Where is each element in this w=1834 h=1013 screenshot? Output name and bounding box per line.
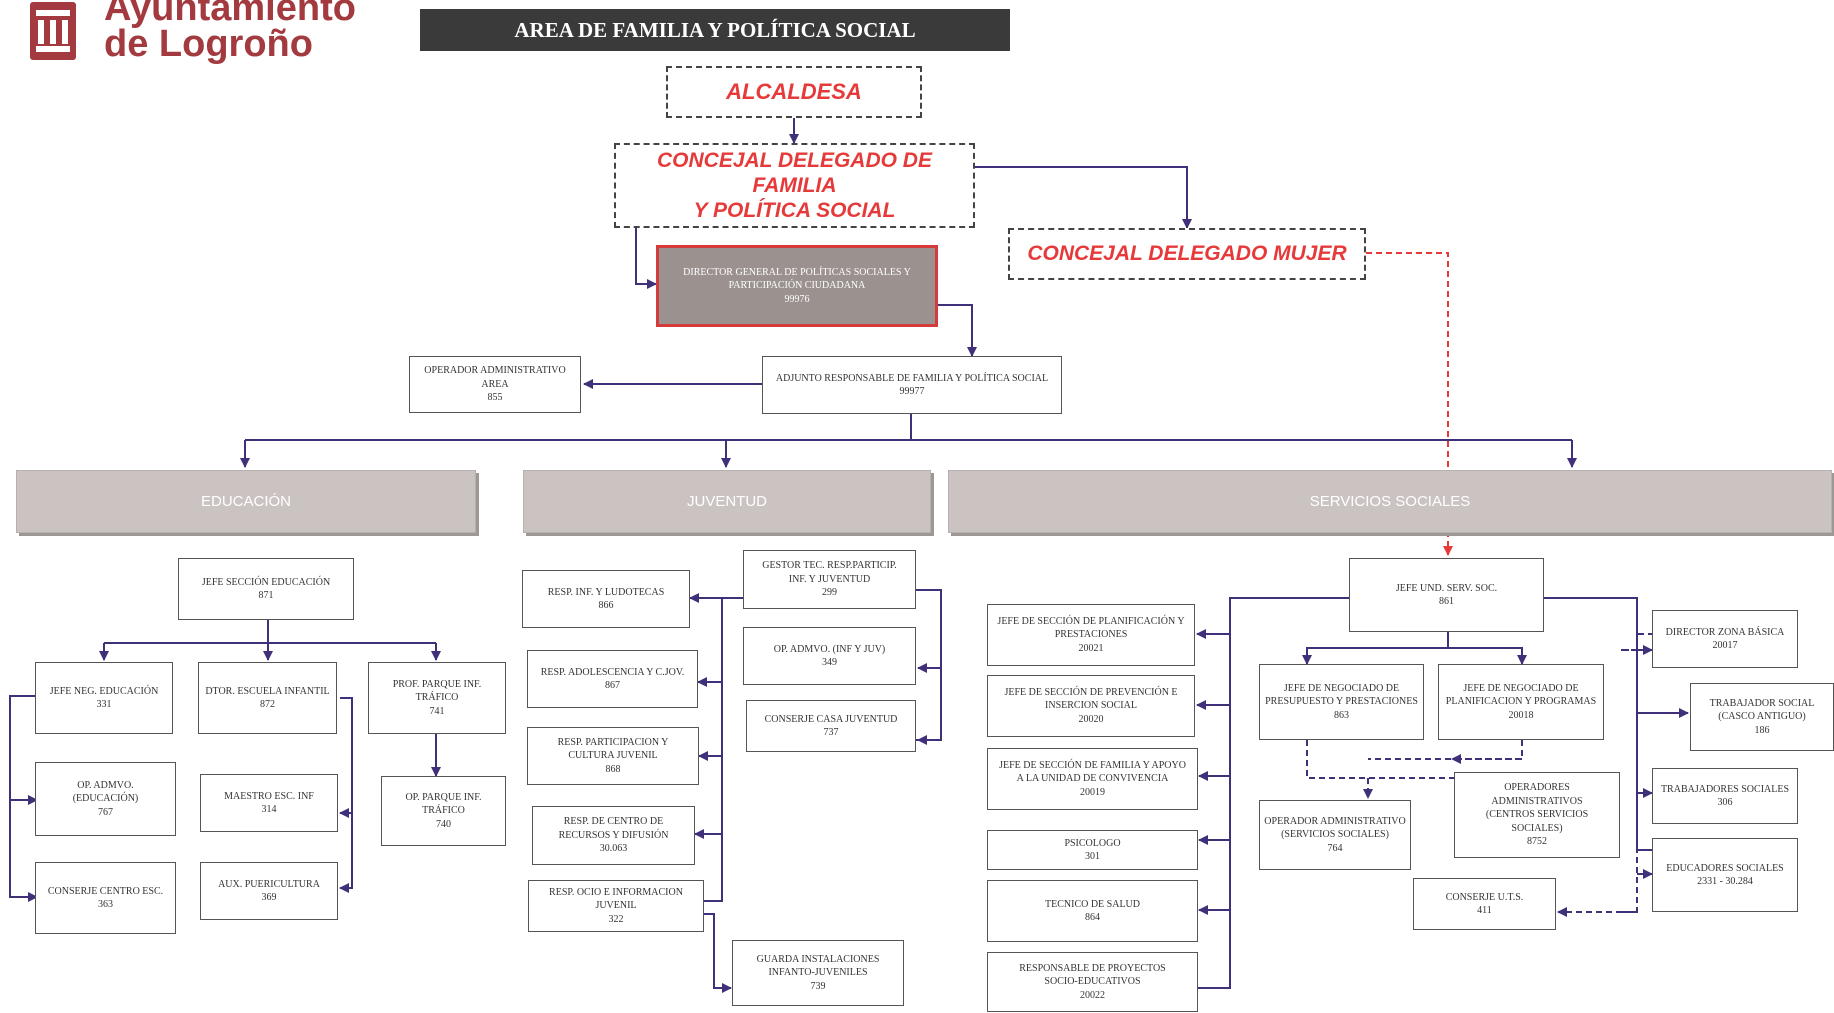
ss-jefe-familia: JEFE DE SECCIÓN DE FAMILIA Y APOYO A LA … <box>987 748 1198 810</box>
edu-maestro: MAESTRO ESC. INF 314 <box>200 774 338 832</box>
ss-psicologo: PSICOLOGO 301 <box>987 830 1198 870</box>
ss-jefe-planif: JEFE DE SECCIÓN DE PLANIFICACIÓN Y PREST… <box>987 604 1195 666</box>
ss-tecnico-salud: TECNICO DE SALUD 864 <box>987 880 1198 942</box>
juv-resp-participacion: RESP. PARTICIPACION Y CULTURA JUVENIL 86… <box>527 727 699 785</box>
ss-director-zona: DIRECTOR ZONA BÁSICA 20017 <box>1652 610 1798 668</box>
juv-op-admvo: OP. ADMVO. (INF Y JUV) 349 <box>743 627 916 685</box>
band-educacion: EDUCACIÓN <box>16 470 476 533</box>
juv-conserje-casa: CONSERJE CASA JUVENTUD 737 <box>746 700 916 752</box>
alcaldesa-box: ALCALDESA <box>666 66 922 118</box>
ss-neg-presupuesto: JEFE DE NEGOCIADO DE PRESUPUESTO Y PREST… <box>1259 664 1424 740</box>
ss-operadores-centros: OPERADORES ADMINISTRATIVOS (CENTROS SERV… <box>1454 772 1620 858</box>
operador-area-box: OPERADOR ADMINISTRATIVO AREA 855 <box>409 356 581 413</box>
ss-trabajadores-sociales: TRABAJADORES SOCIALES 306 <box>1652 768 1798 824</box>
ss-operador: OPERADOR ADMINISTRATIVO (SERVICIOS SOCIA… <box>1259 800 1411 870</box>
juv-guarda: GUARDA INSTALACIONES INFANTO-JUVENILES 7… <box>732 940 904 1006</box>
concejal-familia-box: CONCEJAL DELEGADO DE FAMILIA Y POLÍTICA … <box>614 143 975 228</box>
juv-resp-adolescencia: RESP. ADOLESCENCIA Y C.JOV. 867 <box>527 650 698 708</box>
edu-dtor-escuela: DTOR. ESCUELA INFANTIL 872 <box>198 662 337 734</box>
ss-conserje-uts: CONSERJE U.T.S. 411 <box>1413 878 1556 930</box>
concejal-mujer-box: CONCEJAL DELEGADO MUJER <box>1008 228 1366 280</box>
ss-jefe-prevencion: JEFE DE SECCIÓN DE PREVENCIÓN E INSERCIO… <box>987 675 1195 737</box>
ss-trabajador-social: TRABAJADOR SOCIAL (CASCO ANTIGUO) 186 <box>1690 683 1834 751</box>
juv-resp-ludotecas: RESP. INF. Y LUDOTECAS 866 <box>522 570 690 628</box>
city-crest-icon <box>30 2 76 60</box>
edu-jefe-seccion: JEFE SECCIÓN EDUCACIÓN 871 <box>178 558 354 620</box>
ss-jefe-und: JEFE UND. SERV. SOC. 861 <box>1349 558 1544 632</box>
juv-gestor: GESTOR TEC. RESP.PARTICIP. INF. Y JUVENT… <box>743 550 916 609</box>
edu-conserje: CONSERJE CENTRO ESC. 363 <box>35 862 176 934</box>
edu-jefe-neg: JEFE NEG. EDUCACIÓN 331 <box>35 662 173 734</box>
ss-neg-planificacion: JEFE DE NEGOCIADO DE PLANIFICACION Y PRO… <box>1438 664 1604 740</box>
edu-op-parque: OP. PARQUE INF. TRÁFICO 740 <box>381 776 506 846</box>
page-title: AREA DE FAMILIA Y POLÍTICA SOCIAL <box>420 9 1010 51</box>
edu-aux-puericultura: AUX. PUERICULTURA 369 <box>200 862 338 920</box>
band-juventud: JUVENTUD <box>523 470 931 533</box>
edu-op-admvo: OP. ADMVO. (EDUCACIÓN) 767 <box>35 762 176 836</box>
juv-resp-ocio: RESP. OCIO E INFORMACION JUVENIL 322 <box>528 880 704 932</box>
edu-prof-parque: PROF. PARQUE INF. TRÁFICO 741 <box>368 662 506 734</box>
band-servicios-sociales: SERVICIOS SOCIALES <box>948 470 1832 533</box>
ss-educadores-sociales: EDUCADORES SOCIALES 2331 - 30.284 <box>1652 838 1798 912</box>
juv-resp-recursos: RESP. DE CENTRO DE RECURSOS Y DIFUSIÓN 3… <box>532 806 695 865</box>
logo-text: Ayuntamiento de Logroño <box>104 0 356 65</box>
ayuntamiento-logo: Ayuntamiento de Logroño <box>24 0 356 66</box>
director-general-box: DIRECTOR GENERAL DE POLÍTICAS SOCIALES Y… <box>656 245 938 327</box>
adjunto-box: ADJUNTO RESPONSABLE DE FAMILIA Y POLÍTIC… <box>762 356 1062 414</box>
ss-resp-proyectos: RESPONSABLE DE PROYECTOS SOCIO-EDUCATIVO… <box>987 952 1198 1012</box>
